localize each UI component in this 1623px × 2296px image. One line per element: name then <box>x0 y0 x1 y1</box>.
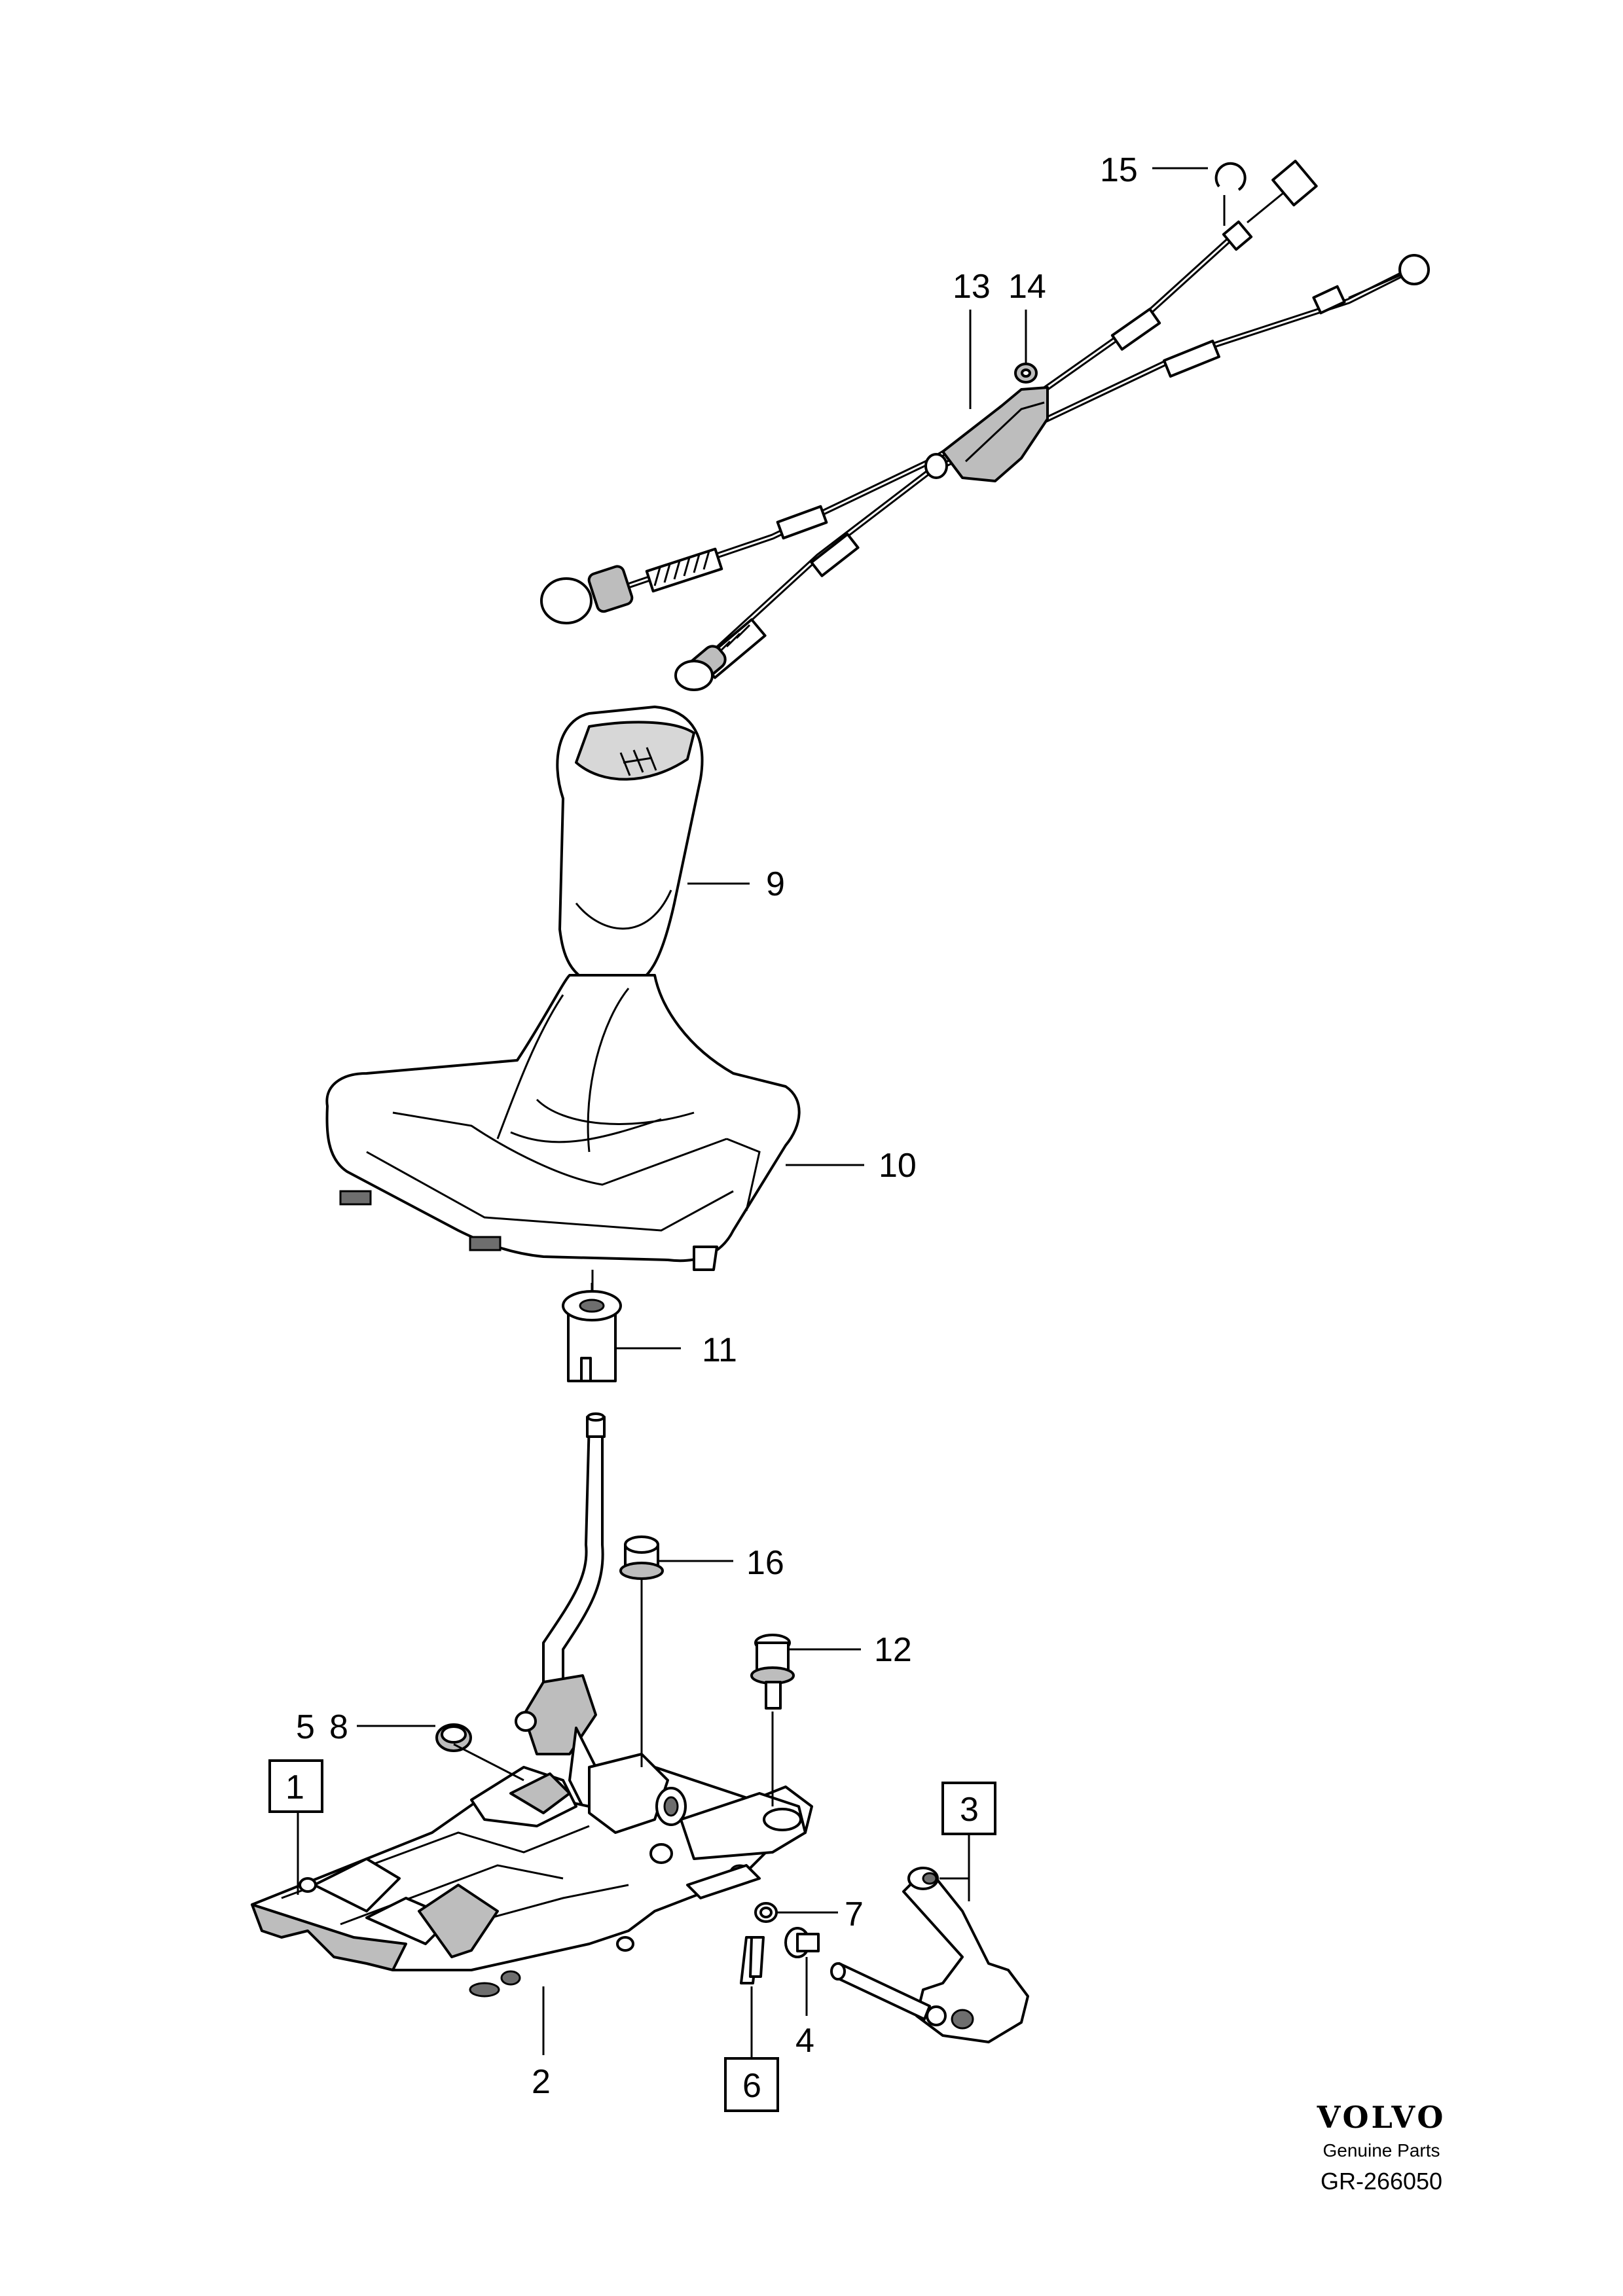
cable-end-left-lower <box>674 618 767 691</box>
callout-2: 2 <box>532 2063 551 2101</box>
nut-16 <box>619 1535 664 1580</box>
cable-bracket <box>924 386 1049 482</box>
callout-16: 16 <box>746 1544 784 1582</box>
gear-knob <box>556 706 704 986</box>
split-pin-6 <box>740 1936 765 1984</box>
clip-15 <box>1214 162 1247 191</box>
callouts: 15 13 14 9 10 11 16 12 5 8 7 4 2 1 3 6 <box>268 151 1138 2112</box>
leader-lines <box>297 167 1226 2058</box>
callout-3: 3 <box>960 1791 979 1829</box>
callout-12: 12 <box>874 1631 912 1669</box>
callout-box-6 <box>724 2057 779 2112</box>
callout-7: 7 <box>845 1895 864 1933</box>
callout-box-3 <box>941 1782 996 1835</box>
cable-end-upper-right-2 <box>1312 254 1430 315</box>
callout-box-1 <box>268 1759 323 1813</box>
nut-5-8 <box>435 1723 472 1752</box>
cable-end-upper-right-1 <box>1222 160 1318 251</box>
nut-14 <box>1014 363 1038 384</box>
bolt-12 <box>750 1634 795 1710</box>
shift-cables <box>540 160 1430 691</box>
callout-4: 4 <box>795 2022 814 2060</box>
callout-15: 15 <box>1100 151 1138 189</box>
pin-4 <box>784 1927 820 1958</box>
gear-shift-housing <box>251 1753 813 1998</box>
bushing-11 <box>562 1283 622 1382</box>
cable-end-left <box>540 547 723 624</box>
circlip-7 <box>754 1902 778 1923</box>
volvo-logo: VOLVO <box>1317 2100 1446 2135</box>
callout-6: 6 <box>742 2067 761 2105</box>
callout-8: 8 <box>329 1708 348 1746</box>
shift-lever <box>515 1412 617 1821</box>
callout-9: 9 <box>766 865 785 903</box>
callout-10: 10 <box>879 1147 917 1185</box>
callout-11: 11 <box>702 1331 737 1369</box>
diagram-reference: GR-266050 <box>1320 2168 1443 2195</box>
callout-13: 13 <box>953 268 991 306</box>
selector-arm <box>830 1867 1029 2043</box>
callout-1: 1 <box>285 1768 304 1806</box>
gear-boot <box>325 974 801 1271</box>
callout-5: 5 <box>296 1708 315 1746</box>
callout-14: 14 <box>1008 268 1046 306</box>
genuine-parts-label: Genuine Parts <box>1322 2140 1440 2161</box>
